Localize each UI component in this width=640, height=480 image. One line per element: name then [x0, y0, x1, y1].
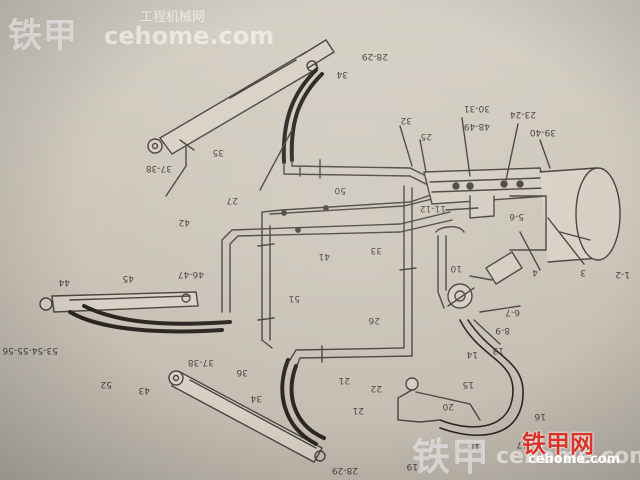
hose-34d: [280, 358, 318, 446]
label-8-9: 8-9: [495, 325, 510, 335]
label-51: 51: [289, 293, 300, 303]
label-28-29-top: 28-29: [362, 51, 388, 61]
label-16: 16: [534, 411, 546, 421]
label-44: 44: [58, 277, 70, 287]
label-41: 41: [319, 251, 330, 261]
label-33: 33: [371, 245, 382, 255]
label-15: 15: [463, 379, 474, 389]
label-11-12: 11-12: [420, 203, 446, 213]
label-4: 4: [532, 267, 538, 277]
label-52: 52: [101, 379, 112, 389]
label-5-6: 5-6: [509, 211, 524, 221]
hose-52: [82, 304, 232, 326]
label-39-40: 39-40: [530, 127, 556, 137]
pump: [447, 251, 523, 309]
watermark-top-brand: 铁甲: [8, 16, 78, 56]
label-13: 13: [493, 345, 504, 355]
label-22: 22: [371, 383, 382, 393]
label-21a: 21: [339, 375, 350, 385]
control-valve: [423, 167, 549, 219]
label-36: 36: [236, 367, 248, 377]
cylinder-35: [147, 39, 335, 167]
label-43: 43: [139, 385, 150, 395]
pipe-26a: [289, 185, 405, 361]
watermark-top-site: 工程机械网: [140, 10, 206, 25]
filter-assembly: [397, 377, 481, 423]
cylinder-45: [39, 291, 199, 313]
hydraulic-tank: [509, 167, 621, 263]
pipe-26b: [295, 187, 413, 369]
pipe-10: [437, 235, 445, 309]
label-6-7: 6-7: [505, 307, 520, 317]
label-10: 10: [450, 263, 462, 273]
label-21b: 21: [353, 405, 364, 415]
label-42: 42: [179, 217, 190, 227]
label-1-2: 1-2: [615, 269, 630, 279]
label-17: 17: [517, 439, 528, 449]
label-25: 25: [421, 131, 432, 141]
label-48-49: 48-49: [464, 121, 490, 131]
hose-16: [439, 319, 524, 436]
label-37-38-top: 37-38: [146, 163, 172, 173]
label-30-31: 30-31: [464, 103, 490, 113]
hose-34c: [289, 364, 326, 440]
label-37-38-bottom: 37-38: [188, 357, 214, 367]
label-53-54-55-56: 53-54-55-56: [2, 345, 58, 355]
pipe-27a: [291, 159, 431, 179]
cylinder-36: [168, 370, 326, 463]
watermark-bottom-brand: 铁甲: [412, 435, 491, 479]
watermark-top-url: cehome.com: [104, 22, 275, 50]
pipe-42: [221, 211, 451, 313]
hose-34b: [281, 68, 318, 164]
label-18: 18: [468, 441, 480, 451]
watermark-bottom-url: cehome.com: [496, 444, 640, 469]
label-34-top: 34: [336, 69, 348, 79]
label-23-24: 23-24: [510, 109, 536, 119]
hose-15: [439, 319, 514, 428]
label-45: 45: [123, 273, 134, 283]
label-26: 26: [368, 315, 380, 325]
label-46-47: 46-47: [178, 269, 204, 279]
label-3: 3: [580, 267, 586, 277]
pipe-27b: [283, 161, 431, 187]
label-35: 35: [213, 147, 224, 157]
hose-34a: [289, 72, 324, 162]
label-19: 19: [406, 461, 418, 471]
watermark-logo-brand: 铁甲网: [522, 430, 594, 458]
label-28-29-bottom: 28-29: [332, 465, 358, 475]
label-50: 50: [334, 185, 346, 195]
watermark-logo-url: cehome.com: [528, 452, 621, 467]
pipe-41: [229, 219, 453, 313]
label-14: 14: [466, 349, 478, 359]
pipe-51: [261, 225, 273, 349]
label-34-bottom: 34: [250, 393, 262, 403]
label-27: 27: [227, 195, 238, 205]
pipe-50: [261, 191, 441, 227]
hose-43: [68, 310, 224, 334]
label-20: 20: [442, 401, 454, 411]
label-32: 32: [401, 115, 412, 125]
